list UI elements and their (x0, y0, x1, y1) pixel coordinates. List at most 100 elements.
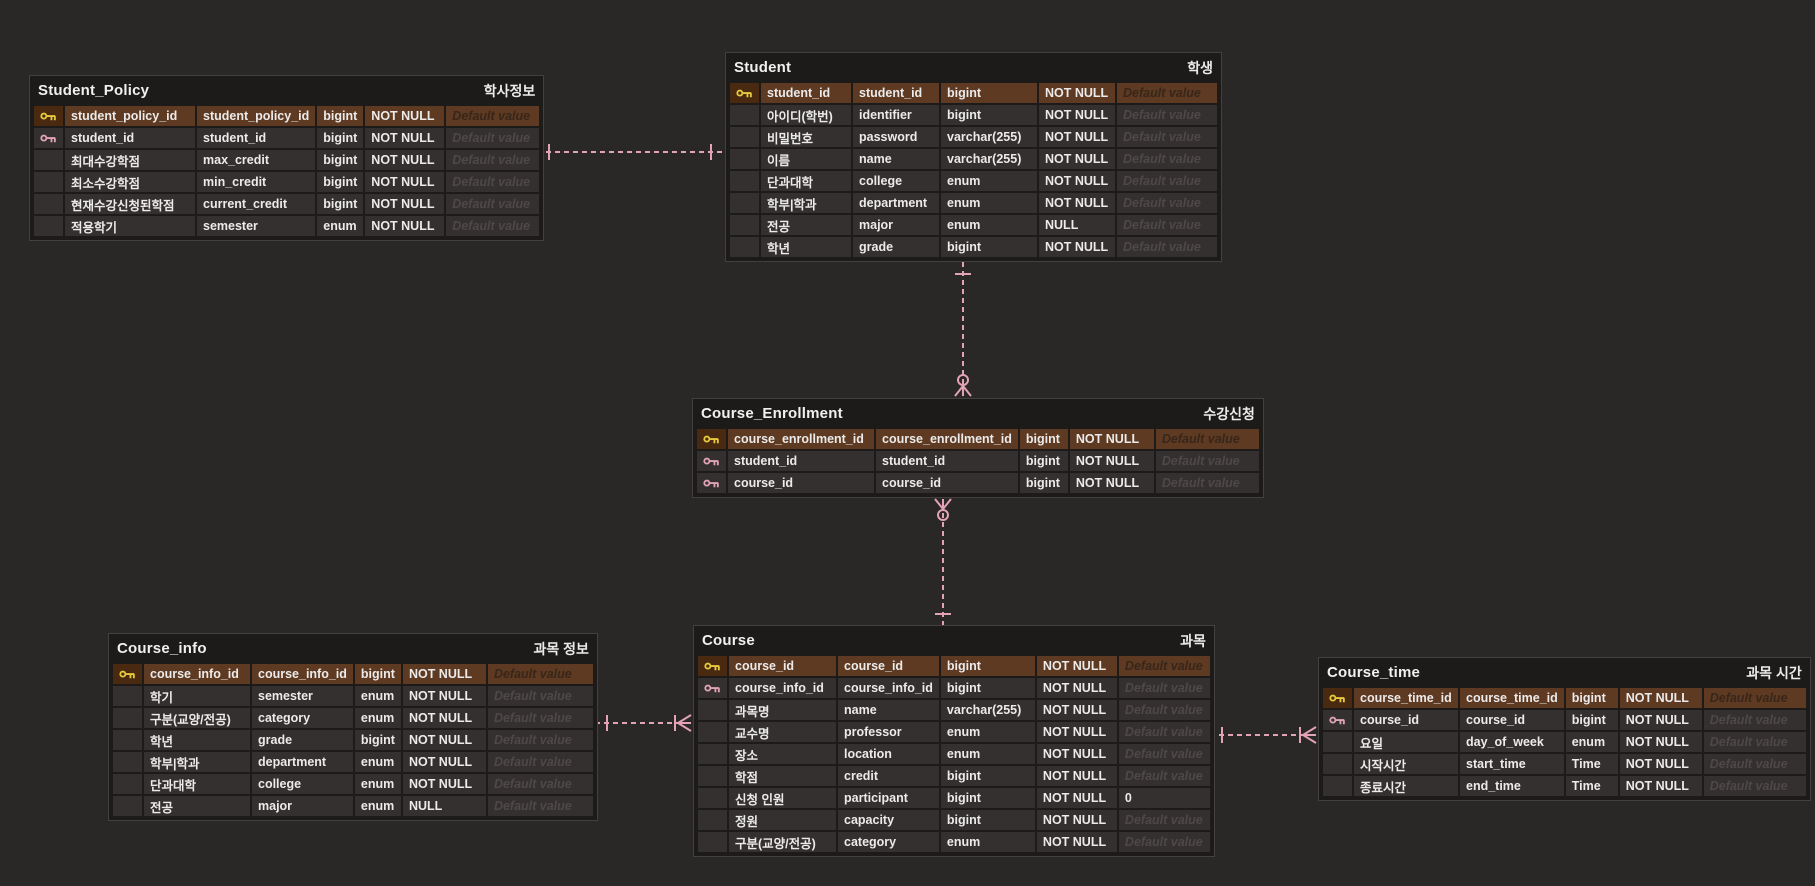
primary-key-icon (703, 435, 719, 444)
cell-default: Default value (1703, 710, 1806, 730)
relation-course_info-to-course[interactable] (595, 714, 692, 732)
table-header[interactable]: Course_time 과목 시간 (1321, 658, 1808, 686)
cell-null: NOT NULL (402, 774, 486, 794)
cell-default: Default value (487, 752, 593, 772)
cell-type: bigint (940, 788, 1035, 808)
cell-icon (698, 700, 727, 720)
relation-student-to-course_enrollment[interactable] (954, 262, 972, 397)
cell-icon (1323, 754, 1352, 774)
relation-course-to-course_time[interactable] (1210, 726, 1317, 744)
cell-logical: 시작시간 (1354, 754, 1458, 774)
cell-logical: student_id (728, 451, 874, 471)
cell-logical: 최소수강학점 (65, 172, 195, 192)
cell-physical: course_id (838, 656, 939, 676)
cell-logical: 정원 (729, 810, 836, 830)
relation-course-to-course_enrollment[interactable] (934, 498, 952, 626)
table-header[interactable]: Student_Policy 학사정보 (32, 76, 541, 104)
cell-type: enum (941, 215, 1037, 235)
cell-physical: student_id (876, 451, 1018, 471)
cell-physical: course_info_id (252, 664, 353, 684)
foreign-key-icon (703, 479, 719, 488)
cell-physical: participant (838, 788, 939, 808)
cell-logical: course_time_id (1354, 688, 1458, 708)
cell-logical: 적용학기 (65, 216, 195, 236)
primary-key-icon (704, 662, 720, 671)
cell-null: NOT NULL (1036, 832, 1117, 852)
cell-type: enum (354, 752, 401, 772)
table-physical-name: Course_info (117, 640, 207, 657)
relation-student_policy-to-student[interactable] (537, 144, 723, 160)
cell-physical: capacity (838, 810, 939, 830)
foreign-key-icon (704, 684, 720, 693)
cell-icon (113, 686, 142, 706)
cell-default: Default value (1703, 732, 1806, 752)
cell-default: Default value (446, 106, 540, 126)
cell-default: Default value (1117, 237, 1217, 257)
erd-table-course_enrollment[interactable]: Course_Enrollment 수강신청 course_enrollment… (692, 398, 1264, 498)
primary-key-icon (736, 89, 752, 98)
table-header[interactable]: Course_info 과목 정보 (111, 634, 595, 662)
cell-physical: student_id (853, 83, 939, 103)
cell-physical: name (853, 149, 939, 169)
cell-default: Default value (1117, 215, 1217, 235)
table-header[interactable]: Student 학생 (728, 53, 1219, 81)
cell-logical: 신청 인원 (729, 788, 836, 808)
table-header[interactable]: Course 과목 (696, 626, 1212, 654)
cell-default: Default value (1155, 451, 1259, 471)
cell-icon (697, 429, 726, 449)
cell-type: bigint (1565, 710, 1618, 730)
cell-icon (698, 810, 727, 830)
cell-logical: course_id (728, 473, 874, 493)
cell-type: enum (354, 796, 401, 816)
table-physical-name: Student_Policy (38, 82, 150, 99)
cell-logical: 최대수강학점 (65, 150, 195, 170)
table-header[interactable]: Course_Enrollment 수강신청 (695, 399, 1261, 427)
cell-type: bigint (1019, 451, 1068, 471)
